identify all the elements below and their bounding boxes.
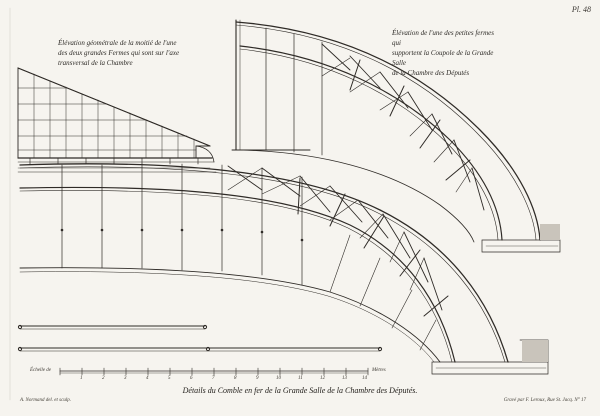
scale-bar	[59, 367, 369, 376]
scale-tick: 1	[80, 376, 83, 381]
scale-tick: 5	[168, 376, 171, 381]
scale-tick: 12	[320, 376, 325, 381]
scale-tick: 13	[342, 376, 347, 381]
scale-tick: 4	[146, 376, 149, 381]
right-caption: Élévation de l'une des petites fermes qu…	[392, 29, 494, 77]
scale-label-end: Mètres	[372, 368, 386, 373]
small-masonry-shading	[540, 224, 560, 240]
large-truss-arch	[19, 163, 549, 375]
small-truss-arch	[231, 19, 561, 253]
left-caption: Élévation géométrale de la moitié de l'u…	[58, 39, 180, 67]
plate-number: Pl. 48	[571, 5, 591, 14]
plate-title: Détails du Comble en fer de la Grande Sa…	[182, 386, 418, 395]
engraver-credit: A. Normand del. et sculp.	[20, 398, 71, 403]
scale-tick: 2	[102, 376, 105, 381]
masonry-shading	[522, 340, 548, 362]
scale-tick: 14	[362, 376, 367, 381]
publisher-credit: Gravé par F. Leroux, Rue St. Jacq. N° 17	[503, 398, 586, 403]
detail-rails	[17, 324, 383, 352]
scale-tick: 8	[234, 376, 237, 381]
scale-tick: 6	[190, 376, 193, 381]
scale-tick: 10	[276, 376, 281, 381]
glazed-roof-section	[17, 67, 217, 173]
scale-tick: 9	[256, 376, 259, 381]
scale-tick: 11	[298, 376, 303, 381]
scale-label-start: Échelle de	[30, 368, 51, 373]
scale-tick: 3	[124, 376, 127, 381]
scale-tick: 7	[212, 376, 215, 381]
